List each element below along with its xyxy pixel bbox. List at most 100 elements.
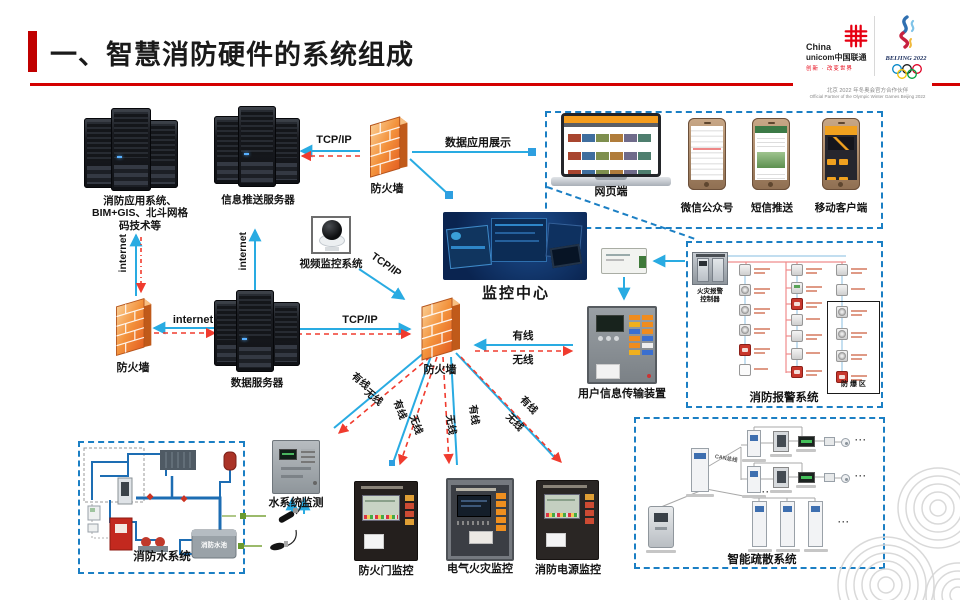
push-server-icon	[214, 106, 302, 188]
explosion-zone-label: 防 爆 区	[841, 381, 866, 388]
wired-label-h: 有线	[512, 330, 534, 342]
sms-phone-icon	[752, 118, 790, 190]
title-underline	[30, 83, 793, 86]
ex-call-point-icon	[836, 371, 867, 383]
alarm-device	[791, 330, 822, 342]
wireless-label-c: 无线	[443, 414, 458, 436]
ellipsis-dots: ···	[855, 435, 867, 445]
client-display-box	[545, 111, 883, 229]
alarm-device	[836, 284, 865, 296]
fire-water-diagram: 消防水池	[83, 447, 237, 559]
fire-door-label: 防火门监控	[358, 565, 414, 577]
internet-label-vert1: internet	[116, 233, 129, 273]
fire-water-system-label: 消防水系统	[133, 551, 191, 563]
transmission-module-icon	[601, 248, 647, 274]
evac-display-icon	[798, 472, 815, 483]
web-client-label: 网页端	[594, 186, 628, 198]
water-monitor-label: 水系统监测	[268, 497, 324, 509]
firewall-top-icon	[369, 116, 409, 178]
logo-divider	[874, 16, 875, 76]
wired-label-c: 有线	[466, 404, 481, 426]
unicom-logo-icon	[844, 24, 868, 48]
tcpip-label-center: TCP/IP	[342, 314, 378, 326]
evacuation-system-label: 智能疏散系统	[727, 554, 797, 566]
fire-display-panel-icon	[791, 282, 822, 294]
internet-label-vert2: internet	[236, 231, 249, 271]
fire-alarm-system-label: 消防报警系统	[749, 392, 819, 404]
firewall-center-label: 防火墙	[423, 364, 457, 376]
electric-fire-label: 电气火灾监控	[447, 563, 513, 575]
app-server-icon	[84, 108, 180, 192]
kiosk-icon	[648, 506, 674, 548]
firewall-left-label: 防火墙	[116, 362, 150, 374]
unicom-wordmark: unicom中国联通	[806, 52, 866, 63]
olympic-rings-icon	[892, 64, 922, 79]
smoke-detector-icon	[739, 324, 770, 336]
evac-lamp-icon	[841, 438, 850, 447]
evac-sub-controller-icon	[808, 501, 823, 547]
user-transmission-label: 用户信息传输装置	[578, 388, 666, 400]
unicom-wordmark-cn: 中国联通	[834, 53, 867, 62]
wechat-phone-icon	[688, 118, 726, 190]
fire-alarm-system-box	[686, 241, 883, 408]
mobile-app-label: 移动客户端	[814, 202, 868, 214]
sensor-probe-tip	[293, 508, 298, 513]
evac-junction-icon	[824, 473, 835, 482]
push-server-label: 信息推送服务器	[221, 194, 295, 206]
ex-detector-icon	[836, 328, 867, 340]
sensor-magnet-tip	[284, 541, 288, 547]
evac-power-cabinet-icon	[747, 466, 761, 493]
title-underline-right	[932, 83, 960, 86]
partner-text-en: Official Partner of the Olympic Winter G…	[809, 94, 926, 99]
unicom-wordmark-en2: unicom	[806, 53, 835, 62]
sounder-strobe-icon	[791, 298, 822, 310]
firewall-top-label: 防火墙	[370, 183, 404, 195]
ex-detector-icon	[836, 350, 867, 362]
fire-power-panel-icon	[536, 480, 599, 560]
evac-controller-icon	[691, 448, 709, 492]
ellipsis-dots: ···	[838, 517, 850, 527]
camera-icon	[311, 216, 351, 254]
alarm-device	[791, 264, 822, 276]
alarm-controller-label: 火灾报警 控制器	[697, 288, 723, 303]
wechat-label: 微信公众号	[680, 202, 734, 214]
tcpip-label-top: TCP/IP	[316, 134, 352, 146]
fire-power-label: 消防电源监控	[535, 564, 601, 576]
monitoring-center-image	[443, 212, 587, 280]
electric-fire-panel-icon	[446, 478, 514, 561]
alarm-device	[739, 364, 768, 376]
smoke-detector-icon	[739, 284, 770, 296]
title-accent-bar	[28, 31, 37, 72]
evac-display-icon	[798, 436, 815, 447]
unicom-slogan: 创新 · 改变世界	[806, 66, 853, 72]
alarm-device	[836, 264, 867, 276]
evac-sub-controller-icon	[780, 501, 795, 547]
evac-power-cabinet-icon	[747, 430, 761, 457]
fire-water-system-box	[78, 441, 245, 574]
firewall-center-icon	[421, 297, 461, 361]
manual-call-point-icon	[739, 344, 770, 356]
app-server-label: 消防应用系统、 BIM+GIS、北斗网格 码技术等	[92, 195, 188, 232]
evac-dist-panel-icon	[773, 431, 789, 452]
explosion-zone-box	[827, 301, 880, 394]
data-server-icon	[214, 288, 300, 374]
monitoring-center-label: 监控中心	[481, 285, 550, 302]
evacuation-system-box	[634, 417, 885, 569]
partner-text-cn: 北京 2022 年冬奥会官方合作伙伴	[826, 88, 909, 94]
ex-detector-icon	[836, 306, 867, 318]
evac-dist-panel-icon	[773, 467, 789, 488]
evac-sub-controller-icon	[752, 501, 767, 547]
data-display-label: 数据应用展示	[445, 137, 511, 149]
unicom-wordmark-en1: China	[806, 42, 832, 52]
smoke-detector-icon	[739, 304, 770, 316]
wireless-label-h: 无线	[512, 354, 534, 366]
alarm-device	[791, 348, 820, 360]
laptop-icon	[551, 113, 671, 189]
evac-lamp-icon	[841, 474, 850, 483]
alarm-device	[739, 264, 770, 276]
water-monitor-panel-icon	[272, 440, 320, 494]
sms-label: 短信推送	[751, 202, 793, 214]
mobile-app-phone-icon	[822, 118, 860, 190]
fire-door-panel-icon	[354, 481, 418, 561]
